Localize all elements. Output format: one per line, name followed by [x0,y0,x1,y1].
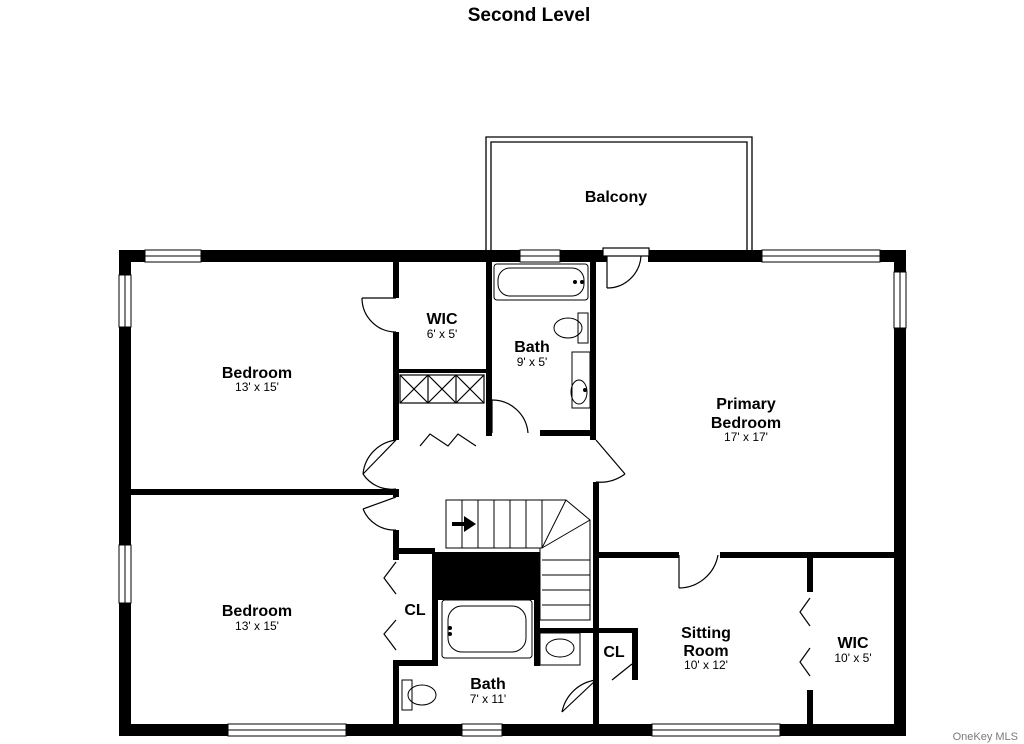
wic-right-dims: 10' x 5' [834,651,871,665]
bath-top-dims: 9' x 5' [517,355,548,369]
bath-top-fixtures [493,263,591,409]
sitting-room-label-2: Room [683,643,728,660]
balcony-label: Balcony [585,189,647,206]
bath-bottom-label: Bath [470,676,506,693]
primary-bedroom-label-2: Bedroom [711,415,781,432]
room-labels: Balcony Bedroom 13' x 15' WIC 6' x 5' Ba… [222,189,872,706]
wic-top-dims: 6' x 5' [427,327,458,341]
bath-bottom-dims: 7' x 11' [470,692,506,706]
linen-closet [399,374,485,404]
bath-bottom-fixtures [401,599,581,711]
closet-left-label: CL [404,602,426,619]
watermark: OneKey MLS [953,731,1018,743]
closet-small-label: CL [603,644,625,661]
wic-right-label: WIC [837,635,869,652]
primary-bedroom-dims: 17' x 17' [724,430,768,444]
bedroom-top-dims: 13' x 15' [235,380,279,394]
bedroom-top-label: Bedroom [222,365,292,382]
bifold-doors [383,433,811,677]
sitting-room-label-1: Sitting [681,625,731,642]
bedroom-bottom-label: Bedroom [222,603,292,620]
wic-top-label: WIC [426,311,458,328]
balcony-railing [485,136,753,250]
arrow-right-icon [452,516,476,532]
chimney-block [436,552,536,600]
bedroom-bottom-dims: 13' x 15' [235,619,279,633]
floor-title: Second Level [467,5,591,26]
windows [118,249,907,737]
primary-bedroom-label-1: Primary [716,396,776,413]
interior-walls [131,262,894,724]
sitting-room-dims: 10' x 12' [684,658,728,672]
doors [361,247,719,713]
staircase [445,499,591,621]
bath-top-label: Bath [514,339,550,356]
